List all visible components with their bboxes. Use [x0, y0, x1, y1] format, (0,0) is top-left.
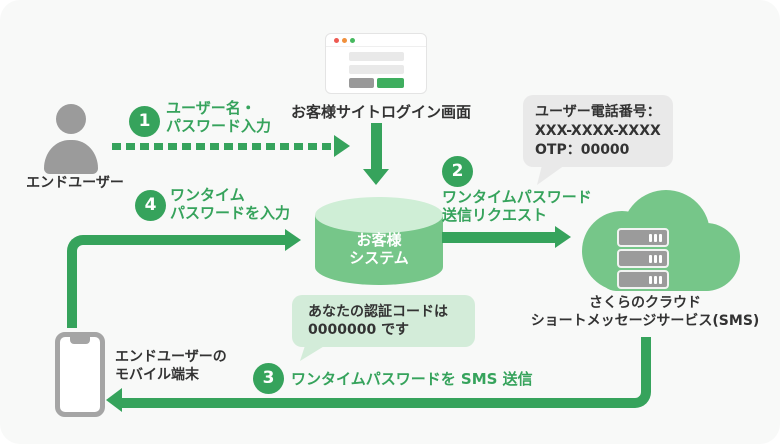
server-vent: [654, 275, 657, 284]
mobile-phone-icon: [55, 332, 105, 417]
sms-message-line1: あなたの認証コードは: [308, 304, 448, 320]
server-unit: [617, 249, 669, 268]
mobile-device-line1: エンドユーザーの: [115, 349, 227, 365]
server-unit: [617, 270, 669, 289]
arrow-browser-to-system-head: [363, 169, 389, 185]
window-dot-green-icon: [350, 38, 355, 43]
step-1-label: ユーザー名・ パスワード入力: [166, 99, 271, 135]
end-user-icon: [56, 104, 86, 134]
login-form-field-1: [349, 52, 404, 61]
step-1-line2: パスワード入力: [166, 117, 272, 135]
login-form-field-2: [349, 65, 404, 74]
mobile-device-line2: モバイル端末: [115, 367, 199, 383]
otp-request-line1: ユーザー電話番号：: [535, 104, 661, 120]
arrow-user-to-browser-dashed: [112, 143, 334, 150]
step-3-badge: 3: [253, 363, 284, 394]
server-vent: [654, 233, 657, 242]
window-dot-red-icon: [334, 38, 339, 43]
arrow-cloud-to-phone-head: [106, 388, 122, 412]
login-form-button-gray: [349, 78, 374, 88]
server-vent: [659, 275, 662, 284]
mobile-device-label: エンドユーザーの モバイル端末: [115, 348, 227, 384]
server-vent: [659, 233, 662, 242]
step-3-label: ワンタイムパスワードを SMS 送信: [291, 370, 533, 388]
step-4-badge: 4: [135, 190, 166, 221]
otp-request-line2: XXX-XXXX-XXXX: [535, 123, 661, 139]
arrow-user-to-browser-head: [334, 135, 350, 157]
browser-titlebar: [326, 34, 426, 47]
server-unit: [617, 228, 669, 247]
arrow-phone-to-system-line: [67, 235, 285, 328]
server-vent: [649, 233, 652, 242]
window-dot-orange-icon: [342, 38, 347, 43]
arrow-system-to-cloud-head: [555, 226, 571, 248]
step-2-label: ワンタイムパスワード 送信リクエスト: [442, 188, 592, 224]
arrow-browser-to-system-line: [371, 123, 382, 170]
server-stack-icon: [617, 228, 669, 291]
otp-request-line3: OTP：00000: [535, 142, 630, 158]
login-form-button-green: [377, 78, 404, 88]
otp-request-bubble: ユーザー電話番号： XXX-XXXX-XXXX OTP：00000: [523, 95, 673, 167]
step-2-line2: 送信リクエスト: [442, 206, 548, 224]
otp-request-bubble-tail: [537, 165, 565, 185]
customer-system-label: お客様 システム: [315, 231, 443, 267]
phone-notch: [70, 336, 90, 344]
step-1-badge: 1: [129, 106, 160, 137]
server-vent: [649, 275, 652, 284]
customer-system-line2: システム: [349, 249, 409, 267]
customer-system-line1: お客様: [356, 231, 402, 249]
arrow-phone-to-system-head: [285, 229, 301, 251]
sms-message-bubble: あなたの認証コードは 0000000 です: [292, 295, 475, 347]
browser-window-icon: [325, 33, 427, 94]
step-4-line1: ワンタイム: [170, 186, 245, 204]
step-1-line1: ユーザー名・: [166, 99, 256, 117]
step-2-line1: ワンタイムパスワード: [442, 188, 592, 206]
arrow-cloud-to-phone-line: [120, 337, 651, 408]
cylinder-top: [315, 197, 443, 233]
customer-system-database-icon: お客様 システム: [315, 197, 443, 285]
step-2-badge: 2: [442, 156, 473, 187]
server-vent: [654, 254, 657, 263]
server-vent: [659, 254, 662, 263]
sms-message-line2: 0000000 です: [308, 322, 410, 338]
server-vent: [649, 254, 652, 263]
login-screen-label: お客様サイトログイン画面: [290, 103, 471, 121]
sms-service-line1: さくらのクラウド: [589, 295, 701, 311]
step-4-line2: パスワードを入力: [170, 204, 291, 222]
sms-service-label: さくらのクラウド ショートメッセージサービス(SMS): [525, 294, 765, 330]
step-4-label: ワンタイム パスワードを入力: [170, 186, 290, 222]
sms-service-line2: ショートメッセージサービス(SMS): [530, 313, 760, 329]
arrow-system-to-cloud-line: [442, 232, 555, 243]
end-user-label: エンドユーザー: [26, 175, 124, 191]
end-user-icon-body: [44, 140, 98, 174]
